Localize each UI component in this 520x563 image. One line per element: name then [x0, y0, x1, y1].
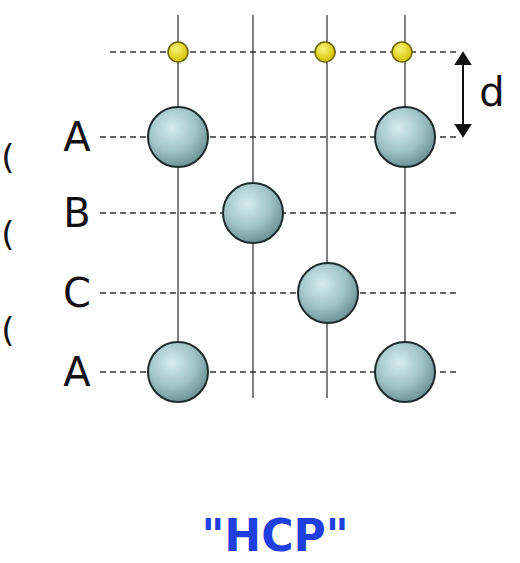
- vertical-guides: [178, 15, 405, 398]
- atom: [375, 342, 435, 402]
- atom: [223, 183, 283, 243]
- caption: "HCP": [201, 514, 348, 558]
- spacing-label: d: [479, 72, 504, 112]
- large-atoms: [148, 107, 435, 402]
- layer-lines: [100, 52, 458, 372]
- guide-line: [404, 15, 406, 398]
- cropped-bracket: (: [1, 313, 14, 347]
- small-atoms: [168, 42, 412, 62]
- atom: [375, 107, 435, 167]
- layer-letter: C: [63, 273, 91, 313]
- guide-line: [177, 15, 179, 398]
- cropped-bracket: (: [1, 217, 14, 251]
- layer-letter: A: [63, 117, 90, 157]
- atom: [148, 342, 208, 402]
- guide-line: [326, 15, 328, 398]
- arrow-head: [456, 53, 470, 64]
- small-atom: [315, 42, 335, 62]
- layer-line: [100, 292, 458, 294]
- layer-letter: B: [63, 193, 90, 233]
- atom: [148, 107, 208, 167]
- arrow-head: [456, 125, 470, 136]
- spacing-arrow: [456, 53, 470, 136]
- small-atom: [168, 42, 188, 62]
- arrow-shaft: [462, 62, 464, 127]
- atom: [298, 263, 358, 323]
- small-atom: [392, 42, 412, 62]
- layer-letter: A: [63, 352, 90, 392]
- cropped-bracket: (: [1, 140, 14, 174]
